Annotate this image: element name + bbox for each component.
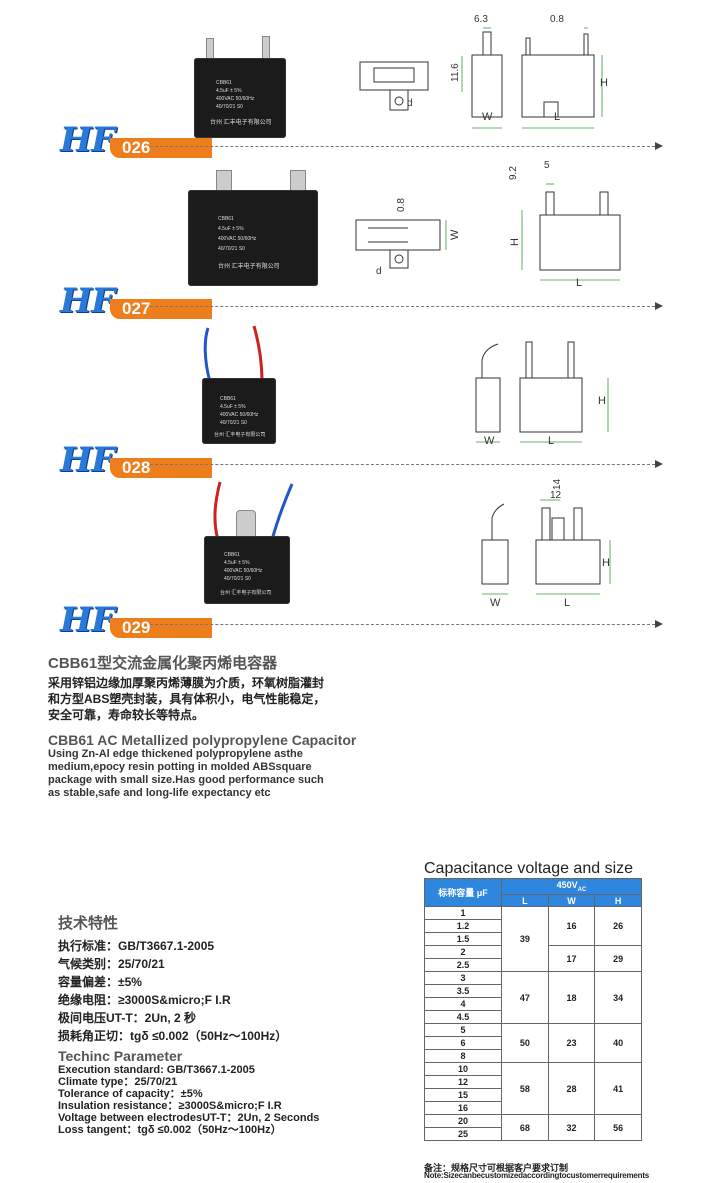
row-divider (150, 620, 663, 628)
table-cell: 1.5 (424, 932, 502, 946)
dim-027-l: L (576, 277, 582, 289)
table-cell: 10 (424, 1062, 502, 1076)
row-divider (150, 302, 663, 310)
dim-027-w: W (449, 229, 461, 240)
dim-026-a: 6.3 (474, 14, 488, 25)
intro-zh-title: CBB61型交流金属化聚丙烯电容器 (48, 655, 278, 672)
table-cell: 16 (424, 1101, 502, 1115)
intro-en: CBB61 AC Metallized polypropylene Capaci… (48, 732, 388, 800)
table-cell: 3 (424, 971, 502, 985)
col-l: L (501, 894, 549, 907)
tech-zh-title: 技术特性 (58, 915, 119, 932)
dimension-drawing-029: 14 12 W L H (481, 478, 611, 609)
dim-027-h: H (509, 238, 521, 246)
dim-028-h: H (598, 395, 606, 407)
intro-en-title: CBB61 AC Metallized polypropylene Capaci… (48, 732, 357, 748)
table-cell: 1 (424, 906, 502, 920)
model-badge-026: HF 026 (58, 120, 212, 160)
dim-026-h: H (600, 77, 608, 89)
table-cell: 3.5 (424, 984, 502, 998)
model-badge-027: HF 027 (58, 281, 212, 321)
col-voltage: 450VAC (501, 878, 642, 895)
dim-029-w: W (490, 597, 501, 609)
table-cell: 5 (424, 1023, 502, 1037)
product-photo-028: CBB61 4.5uF ± 5% 400VAC 50/60Hz 40/70/21… (200, 320, 300, 450)
dim-026-l: L (554, 111, 560, 123)
dim-029-a: 14 (552, 478, 563, 490)
dim-028-l: L (548, 435, 554, 447)
model-badge-029: HF 029 (58, 600, 212, 640)
row-divider (150, 142, 663, 150)
dim-026-side: 11.6 (450, 63, 461, 82)
tech-en: Techinc Parameter Execution standard: GB… (58, 1048, 398, 1136)
dimension-drawing-028: W L H (475, 341, 609, 447)
table-cell: 8 (424, 1049, 502, 1063)
dim-029-l: L (564, 597, 570, 609)
dim-029-b: 12 (550, 490, 562, 501)
dim-027-top: 5 (544, 160, 550, 171)
col-h: H (594, 894, 642, 907)
table-note-zh: 备注：规格尺寸可根据客户要求订制 (424, 1163, 569, 1173)
col-capacitance: 标称容量 μF (424, 878, 502, 907)
table-note-en: Note:Sizecanbecustomizedaccordingtocusto… (424, 1171, 650, 1180)
model-badge-028: HF 028 (58, 440, 212, 480)
table-cell: 1.2 (424, 919, 502, 933)
table-cell: 2 (424, 945, 502, 959)
product-photo-029: CBB61 4.5uF ± 5% 400VAC 50/60Hz 40/70/21… (198, 478, 308, 608)
dim-027-side: 9.2 (508, 166, 519, 180)
table-cell: 4 (424, 997, 502, 1011)
table-cell: 2.5 (424, 958, 502, 972)
dim-026-b: 0.8 (550, 14, 564, 25)
intro-zh: CBB61型交流金属化聚丙烯电容器 采用锌铝边缘加厚聚丙烯薄膜为介质，环氧树脂灌… (48, 652, 388, 723)
col-w: W (547, 894, 596, 907)
tech-zh: 技术特性 执行标准：GB/T3667.1-2005 气候类别：25/70/21 … (58, 912, 398, 1045)
table-cell: 20 (424, 1114, 502, 1128)
dim-026-d: d (407, 98, 413, 109)
row-divider (150, 460, 663, 468)
dim-028-w: W (484, 435, 495, 447)
dim-027-d: d (376, 266, 382, 277)
table-cell: 4.5 (424, 1010, 502, 1024)
product-photo-027: CBB61 4.5uF ± 5% 400VAC 50/60Hz 40/70/21… (186, 164, 326, 288)
dim-026-w: W (482, 111, 493, 123)
table-cell: 6 (424, 1036, 502, 1050)
product-photo-026: CBB61 4.5uF ± 5% 400VAC 50/60Hz 40/70/21… (192, 30, 292, 140)
table-cell: 12 (424, 1075, 502, 1089)
tech-en-title: Techinc Parameter (58, 1048, 183, 1064)
dim-027-a: 0.8 (396, 198, 407, 212)
table-cell: 15 (424, 1088, 502, 1102)
spec-table-title: Capacitance voltage and size (424, 860, 634, 877)
table-cell: 25 (424, 1127, 502, 1141)
dimension-drawing-027: 0.8 5 9.2 d W H L (355, 160, 621, 289)
dimension-drawing-026: 6.3 0.8 11.6 d W L H (359, 14, 608, 129)
dim-029-h: H (602, 557, 610, 569)
